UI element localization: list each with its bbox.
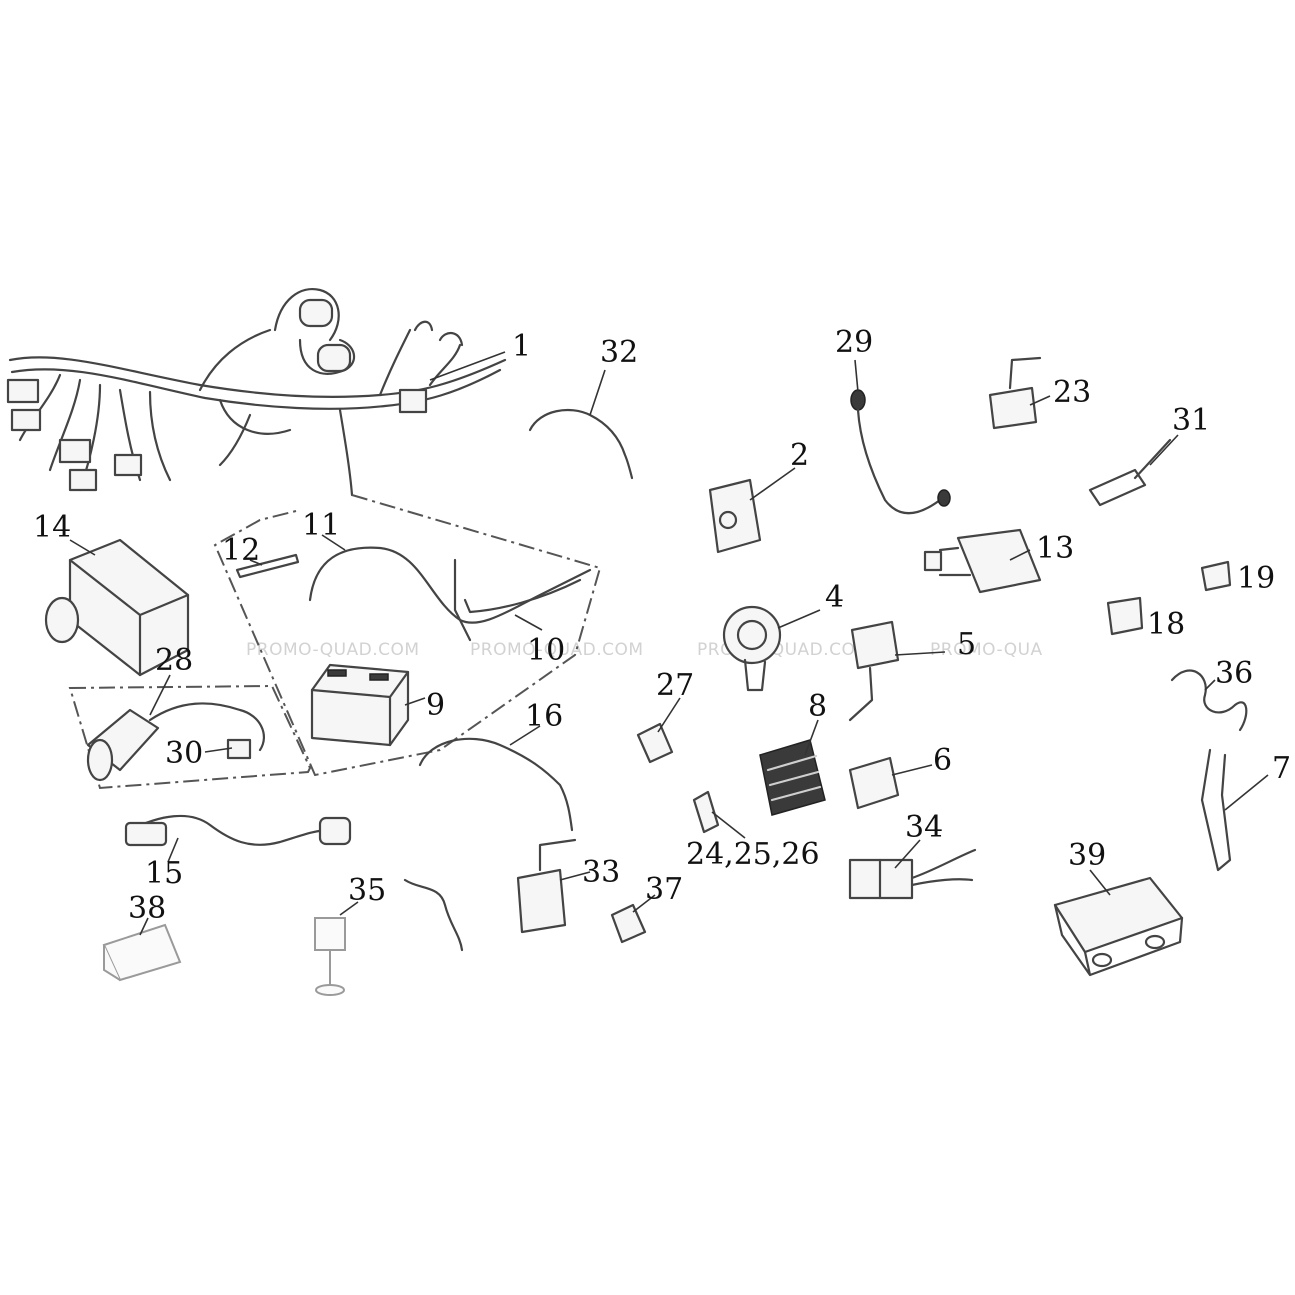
watermark-text-3: PROMO-QUAD.COM [697,640,871,660]
label-34: 34 [905,810,943,845]
cap-part-19 [1200,560,1232,592]
label-15: 15 [145,856,183,891]
relay-part-34 [848,848,977,900]
part-labels: 1 32 29 23 31 2 13 19 18 4 5 36 8 6 7 14… [33,325,1291,926]
label-7: 7 [1272,751,1291,786]
label-36: 36 [1215,656,1253,691]
label-23: 23 [1053,375,1091,410]
label-1: 1 [512,329,531,364]
relay-part-6 [848,756,900,810]
watermark-text-1: PROMO-QUAD.COM [246,640,420,660]
label-38: 38 [128,891,166,926]
label-18: 18 [1147,607,1185,642]
label-28: 28 [155,643,193,678]
cable-part-10 [453,558,582,642]
relay-part-5 [848,620,900,722]
label-31: 31 [1172,403,1210,438]
label-4: 4 [825,580,844,615]
label-39: 39 [1068,838,1106,873]
leader-lines [69,351,1269,936]
starter-motor-part-28 [86,702,266,782]
ignition-coil-part-13 [923,528,1042,594]
label-2: 2 [790,438,809,473]
label-10: 10 [527,633,565,668]
label-14: 14 [33,510,71,545]
label-27: 27 [656,668,694,703]
wire-plug-part-15 [124,814,352,847]
cdi-unit-part-14 [44,538,190,677]
cable-part-32 [528,408,634,480]
label-11: 11 [302,508,340,543]
battery-cable-part-11 [308,546,592,624]
label-35: 35 [348,873,386,908]
label-13: 13 [1036,531,1074,566]
cable-part-7 [1200,748,1232,872]
label-37: 37 [645,872,683,907]
label-5: 5 [957,627,976,662]
switch-part-2 [708,478,762,554]
bulb-part-24-25-26 [692,790,720,834]
watermark-text-4: PROMO-QUA [930,640,1043,660]
label-33: 33 [582,855,620,890]
label-6: 6 [933,743,952,778]
switch-part-31 [1088,438,1172,507]
label-16: 16 [525,699,563,734]
relay-part-23 [988,356,1042,430]
wiring-harness-part-1 [6,287,507,497]
watermark-text-2: PROMO-QUAD.COM [470,640,644,660]
connector-part-27 [636,722,674,764]
label-9: 9 [426,688,445,723]
relay-part-38 [102,923,182,982]
label-8: 8 [808,689,827,724]
component-part-35 [314,878,464,996]
part-18 [1106,596,1144,636]
watermark: PROMO-QUAD.COM PROMO-QUAD.COM PROMO-QUAD… [246,640,1043,660]
sensor-part-29 [850,389,951,515]
battery-part-9 [310,663,410,747]
label-12: 12 [222,533,260,568]
wire-bundle-part-36 [1170,669,1248,732]
label-19: 19 [1237,561,1275,596]
connector-part-37 [610,903,647,944]
label-30: 30 [165,736,203,771]
stator-part-4 [722,605,782,692]
relay-part-33 [516,838,577,934]
fuse-strip-part-12 [235,553,300,579]
cable-part-16 [418,737,574,832]
label-24-25-26: 24,25,26 [686,837,820,872]
label-32: 32 [600,335,638,370]
battery-kit-outline [213,494,602,777]
regulator-part-8 [759,739,826,816]
fuse-box-part-39 [1053,876,1184,977]
label-29: 29 [835,325,873,360]
